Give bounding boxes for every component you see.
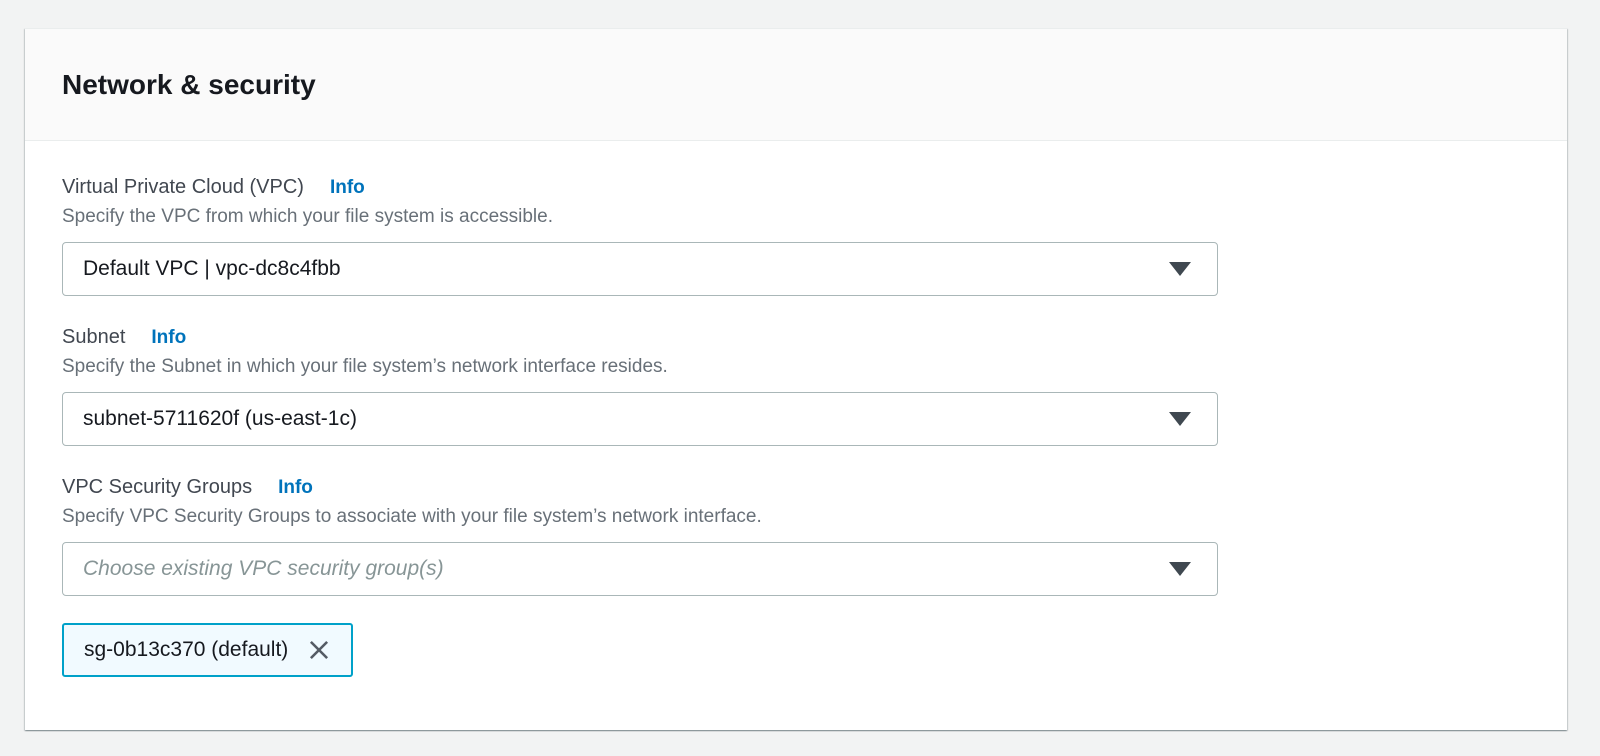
security-group-token: sg-0b13c370 (default) bbox=[62, 623, 354, 677]
field-subnet-label: Subnet bbox=[62, 326, 126, 348]
field-subnet-label-row: Subnet Info bbox=[62, 326, 1530, 349]
caret-down-icon bbox=[1169, 562, 1191, 576]
field-subnet-description: Specify the Subnet in which your file sy… bbox=[62, 356, 668, 377]
network-security-panel: Network & security Virtual Private Cloud… bbox=[25, 28, 1567, 730]
field-subnet-info-link[interactable]: Info bbox=[151, 327, 187, 348]
vpc-select-value: Default VPC | vpc-dc8c4fbb bbox=[83, 257, 341, 280]
field-security-groups-label: VPC Security Groups bbox=[62, 476, 253, 498]
field-subnet: Subnet Info Specify the Subnet in which … bbox=[62, 326, 1530, 446]
field-vpc-description: Specify the VPC from which your file sys… bbox=[62, 206, 554, 227]
subnet-select-value: subnet-5711620f (us-east-1c) bbox=[83, 407, 357, 430]
field-vpc-label-row: Virtual Private Cloud (VPC) Info bbox=[62, 176, 1530, 199]
security-group-token-label: sg-0b13c370 (default) bbox=[84, 638, 289, 661]
close-icon[interactable] bbox=[303, 634, 335, 666]
field-vpc: Virtual Private Cloud (VPC) Info Specify… bbox=[62, 176, 1530, 296]
security-groups-select[interactable]: Choose existing VPC security group(s) bbox=[62, 542, 1218, 596]
caret-down-icon bbox=[1169, 262, 1191, 276]
field-vpc-label: Virtual Private Cloud (VPC) bbox=[62, 176, 304, 198]
security-groups-select-placeholder: Choose existing VPC security group(s) bbox=[83, 557, 444, 580]
caret-down-icon bbox=[1169, 412, 1191, 426]
field-security-groups-description: Specify VPC Security Groups to associate… bbox=[62, 506, 762, 527]
panel-title: Network & security bbox=[62, 68, 316, 100]
subnet-select[interactable]: subnet-5711620f (us-east-1c) bbox=[62, 392, 1218, 446]
panel-header: Network & security bbox=[25, 29, 1567, 141]
field-security-groups: VPC Security Groups Info Specify VPC Sec… bbox=[62, 476, 1530, 677]
panel-body: Virtual Private Cloud (VPC) Info Specify… bbox=[25, 141, 1567, 677]
field-security-groups-info-link[interactable]: Info bbox=[278, 477, 313, 498]
field-vpc-info-link[interactable]: Info bbox=[329, 177, 365, 198]
vpc-select[interactable]: Default VPC | vpc-dc8c4fbb bbox=[62, 242, 1218, 296]
field-security-groups-label-row: VPC Security Groups Info bbox=[62, 476, 1530, 499]
